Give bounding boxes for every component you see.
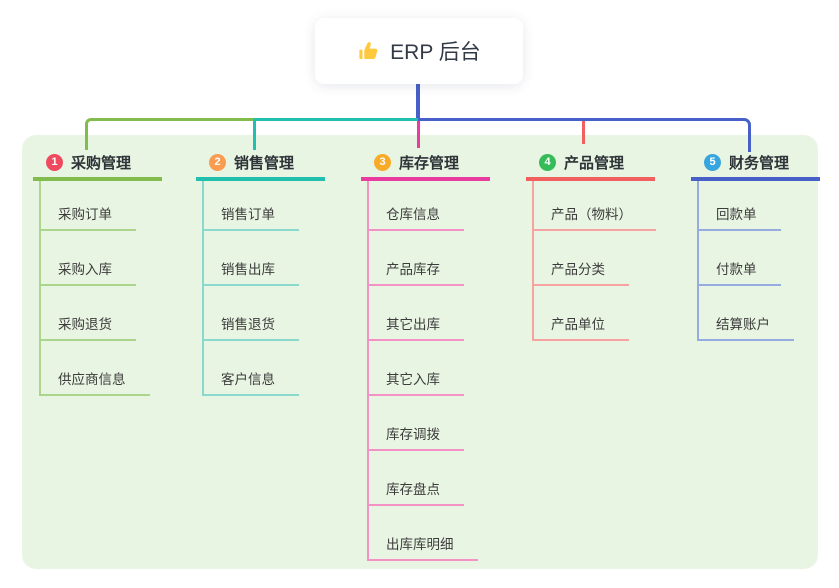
- child-node[interactable]: 仓库信息: [367, 205, 464, 231]
- branch-number-badge: 1: [46, 154, 63, 171]
- branch-label: 财务管理: [729, 155, 790, 172]
- branch-label: 产品管理: [564, 155, 625, 172]
- root-node[interactable]: ERP 后台: [315, 18, 523, 84]
- root-title: ERP 后台: [390, 41, 481, 64]
- child-node[interactable]: 产品（物料）: [532, 205, 656, 231]
- branch-label: 销售管理: [234, 155, 295, 172]
- child-node[interactable]: 产品库存: [367, 260, 464, 286]
- branch-header[interactable]: 4 产品管理: [526, 148, 655, 181]
- branch-header[interactable]: 3 库存管理: [361, 148, 490, 181]
- branch-header[interactable]: 2 销售管理: [196, 148, 325, 181]
- branch-label: 库存管理: [399, 155, 460, 172]
- root-stem-line: [416, 84, 420, 121]
- child-node[interactable]: 付款单: [697, 260, 781, 286]
- branch-spine-line: [202, 181, 204, 396]
- child-node[interactable]: 销售出库: [202, 260, 299, 286]
- child-node[interactable]: 其它入库: [367, 370, 464, 396]
- child-node[interactable]: 销售订单: [202, 205, 299, 231]
- branches-panel: [22, 135, 818, 569]
- child-node[interactable]: 采购退货: [39, 315, 136, 341]
- branch-spine-line: [39, 181, 41, 396]
- branch-header[interactable]: 1 采购管理: [33, 148, 162, 181]
- thumbs-up-icon: [357, 40, 380, 63]
- branch-3: 3 库存管理 仓库信息产品库存其它出库其它入库库存调拨库存盘点出库库明细: [361, 148, 521, 561]
- child-node[interactable]: 产品单位: [532, 315, 629, 341]
- connector-branch-2: [253, 118, 418, 150]
- branch-spine-line: [697, 181, 699, 341]
- child-node[interactable]: 采购入库: [39, 260, 136, 286]
- child-node[interactable]: 采购订单: [39, 205, 136, 231]
- branch-number-badge: 2: [209, 154, 226, 171]
- child-node[interactable]: 回款单: [697, 205, 781, 231]
- branch-5: 5 财务管理 回款单付款单结算账户: [691, 148, 839, 341]
- branch-label: 采购管理: [71, 155, 132, 172]
- child-node[interactable]: 客户信息: [202, 370, 299, 396]
- branch-1: 1 采购管理 采购订单采购入库采购退货供应商信息: [33, 148, 193, 396]
- child-node[interactable]: 库存调拨: [367, 425, 464, 451]
- connector-branch-5: [418, 118, 751, 152]
- child-node[interactable]: 销售退货: [202, 315, 299, 341]
- child-node[interactable]: 库存盘点: [367, 480, 464, 506]
- connector-branch-3: [417, 121, 420, 148]
- branch-header[interactable]: 5 财务管理: [691, 148, 820, 181]
- connector-branch-1: [85, 118, 253, 150]
- branch-number-badge: 3: [374, 154, 391, 171]
- branch-number-badge: 4: [539, 154, 556, 171]
- branch-number-badge: 5: [704, 154, 721, 171]
- branch-spine-line: [367, 181, 369, 561]
- child-node[interactable]: 产品分类: [532, 260, 629, 286]
- branch-4: 4 产品管理 产品（物料） 产品分类产品单位: [526, 148, 686, 341]
- child-node[interactable]: 供应商信息: [39, 370, 150, 396]
- child-node[interactable]: 其它出库: [367, 315, 464, 341]
- connector-branch-4: [582, 121, 585, 144]
- child-node[interactable]: 出库库明细: [367, 535, 478, 561]
- branch-spine-line: [532, 181, 534, 341]
- child-node[interactable]: 结算账户: [697, 315, 794, 341]
- branch-2: 2 销售管理 销售订单销售出库销售退货客户信息: [196, 148, 356, 396]
